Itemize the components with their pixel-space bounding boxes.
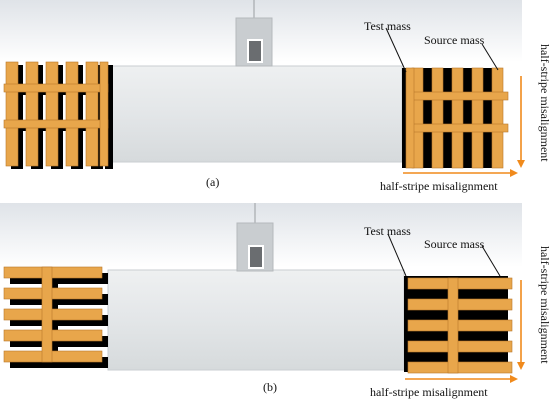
panel-a-caption: (a) — [206, 175, 219, 189]
stripe — [3, 308, 103, 321]
panel-a: Test mass Source mass half-stripe misali… — [0, 0, 550, 193]
panel-b-vertical-arrow-label: half-stripe misalignment — [538, 246, 550, 364]
panel-a-cylinder — [111, 65, 403, 163]
stripe-shadow — [48, 273, 58, 368]
panel-b-test-mass-label: Test mass — [364, 224, 411, 238]
panel-a-source-mass-pointer — [481, 43, 499, 71]
stripe — [85, 61, 99, 167]
stripe-link — [41, 266, 53, 363]
panel-a-horizontal-arrow-label: half-stripe misalignment — [380, 179, 498, 193]
stripe — [407, 298, 513, 311]
stripe — [65, 61, 79, 167]
panel-b-holder-window — [248, 245, 264, 269]
panel-b-caption: (b) — [263, 380, 277, 394]
stripe — [409, 123, 509, 133]
stripe — [45, 61, 59, 167]
stripe — [431, 67, 444, 169]
panel-b-right-mass — [404, 276, 513, 374]
stripe — [407, 340, 513, 353]
stripe-spine — [405, 67, 415, 169]
stripe — [407, 319, 513, 332]
panel-b-cylinder — [107, 269, 405, 371]
stripe — [491, 67, 504, 169]
stripe — [3, 350, 103, 363]
stripe-spine — [99, 61, 109, 167]
panel-a-right-mass — [402, 67, 509, 169]
panel-a-test-mass-pointer — [385, 27, 407, 73]
stripe — [3, 329, 103, 342]
stripe — [3, 287, 103, 300]
stripe — [3, 266, 103, 279]
panel-b-source-mass-label: Source mass — [424, 237, 485, 251]
panel-a-left-mass — [3, 61, 113, 169]
stripe — [407, 277, 513, 290]
stripe-shadow — [10, 315, 108, 326]
panel-a-source-mass-label: Source mass — [424, 33, 485, 47]
panel-b-source-mass-pointer — [481, 245, 501, 277]
stripe — [471, 67, 484, 169]
panel-b-test-mass-pointer — [387, 233, 407, 277]
panel-b-horizontal-arrow-label: half-stripe misalignment — [370, 385, 488, 399]
stripe — [407, 361, 513, 374]
panel-a-test-mass-label: Test mass — [364, 19, 411, 33]
stripe — [409, 91, 509, 101]
stripe-shadow — [105, 65, 113, 169]
stripe — [25, 61, 39, 167]
stripe-shadow — [10, 336, 108, 347]
panel-b: Test mass Source mass half-stripe misali… — [0, 203, 550, 399]
panel-b-left-mass — [3, 266, 108, 368]
stripe — [5, 61, 19, 167]
panel-a-vertical-arrow-label: half-stripe misalignment — [538, 44, 550, 162]
stripe-shadow — [10, 357, 108, 368]
stripe — [3, 83, 109, 93]
stripe-shadow — [10, 273, 108, 284]
stripe-shadow — [10, 294, 108, 305]
stripe — [3, 119, 109, 129]
stripe — [451, 67, 464, 169]
stripe-link — [447, 277, 459, 374]
panel-a-holder-window — [247, 39, 263, 63]
